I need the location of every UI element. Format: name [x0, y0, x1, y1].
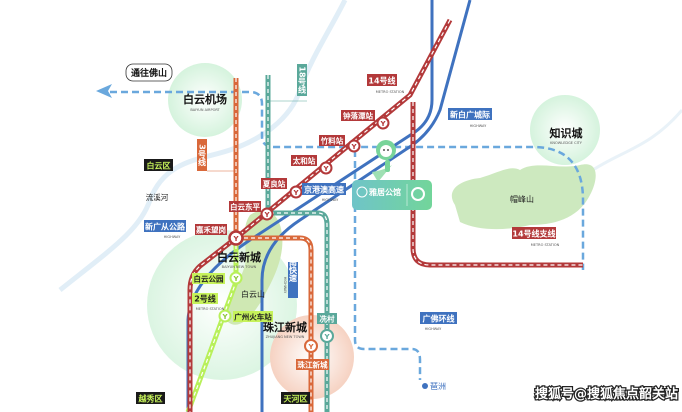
svg-text:Y: Y	[292, 189, 299, 197]
station-label-xialiang[interactable]: 夏良站	[262, 179, 286, 189]
airport-area-circle	[168, 63, 242, 137]
line-14-sub: METRO STATION	[376, 90, 405, 94]
station-label-jiahewanggang[interactable]: 嘉禾望岗	[195, 225, 226, 235]
station-icon[interactable]: Y	[260, 207, 274, 221]
airport-name: 白云机场	[183, 92, 227, 106]
highway-guangfo-sub: HIGHWAY	[425, 327, 442, 331]
station-icon[interactable]: Y	[320, 329, 334, 343]
zhujiang-new-town-name: 珠江新城	[263, 320, 307, 334]
maofeng-mountain	[451, 164, 596, 230]
highway-label-huanan: 华南快速 HIGHWAY	[283, 249, 298, 298]
station-label-baiyundongping[interactable]: 白云东平	[230, 202, 260, 212]
station-label-taihe[interactable]: 太和站	[293, 156, 316, 166]
knowledge-city-en: KNOWLEDGE CITY	[550, 141, 583, 145]
station-icon[interactable]: Y	[218, 309, 232, 323]
project-logo-icon	[356, 186, 368, 198]
line-18-label: 18号线	[270, 64, 307, 102]
station-icon[interactable]: Y	[229, 271, 243, 285]
svg-text:Y: Y	[307, 343, 314, 351]
svg-text:Y: Y	[323, 333, 330, 341]
svg-text:Y: Y	[350, 143, 357, 151]
baiyun-mountain-name: 白云山	[241, 289, 265, 299]
highway-huanan-sub: HIGHWAY	[283, 277, 287, 294]
baiyun-new-town-en: BAIYUN NEW TOWN	[222, 265, 257, 269]
highway-label-guangfo: 广佛环线 HIGHWAY	[420, 312, 457, 331]
highway-line	[260, 0, 472, 412]
knowledge-city-name: 知识城	[549, 126, 583, 140]
zhujiang-new-town-en: ZHUJIANG NEW TOWN	[266, 335, 305, 339]
line-14-branch-name: 14号线支线	[512, 229, 555, 239]
knowledge-city-circle	[530, 95, 600, 165]
highway-huanan-name: 华南快速	[288, 249, 298, 283]
pazhou-name: 琶洲	[430, 382, 446, 391]
guangfo-ring-line	[353, 150, 422, 380]
foshan-label-box	[125, 63, 173, 82]
highway-label-xinbai: 新白广城际 HIGHWAY	[448, 108, 492, 128]
svg-text:Y: Y	[221, 313, 228, 321]
line-2-label: 2号线 METRO STATION	[192, 293, 225, 311]
svg-text:Y: Y	[379, 120, 386, 128]
highway-guangfo-name: 广佛环线	[423, 314, 455, 324]
highway-jinggang-sub: HIGHWAY	[322, 198, 339, 202]
line-18-name: 18号线	[298, 66, 307, 94]
project-name: 雅居公馆	[369, 187, 401, 197]
station-markers: Y Y Y Y Y Y Y Y Y Y	[218, 116, 428, 389]
highway-label-jinggang: 京港澳高速 HIGHWAY	[302, 183, 346, 202]
metro-line-3-dash	[235, 78, 312, 412]
line-14-label: 14号线 METRO STATION	[367, 74, 405, 94]
line-14-branch-label: 14号线支线 METRO STATION	[512, 227, 560, 247]
highway-xinbai-name: 新白广城际	[450, 110, 490, 120]
line-2-name: 2号线	[194, 294, 216, 304]
svg-text:Y: Y	[232, 275, 239, 283]
arrow-to-foshan-icon	[96, 84, 112, 98]
river-name: 流溪河	[146, 192, 169, 202]
metro-line-18-dash	[267, 75, 328, 412]
district-tianhe: 天河区	[284, 394, 308, 404]
river	[58, 0, 348, 292]
station-icon[interactable]: Y	[376, 116, 390, 130]
station-label-baiyungongyuan[interactable]: 白云公园	[194, 274, 224, 284]
maofeng-mountain-name: 帽峰山	[510, 194, 534, 204]
line-14-branch-sub: METRO STATION	[531, 243, 560, 247]
pazhou-dot	[422, 383, 428, 389]
metro-line-14-branch	[410, 102, 583, 268]
foshan-label: 通往佛山	[131, 67, 167, 79]
line-2-sub: METRO STATION	[196, 307, 225, 311]
highway-xinguang-name: 新广从公路	[145, 222, 186, 232]
station-label-zhujiangxincheng[interactable]: 珠江新城	[298, 360, 328, 370]
highway-label-xinguang: 新广从公路 HIGHWAY	[144, 220, 186, 239]
station-icon[interactable]: Y	[347, 139, 361, 153]
line-14-name: 14号线	[368, 76, 395, 86]
svg-text:Y: Y	[232, 235, 239, 243]
airport-en: BAIYUN AIRPORT	[190, 108, 220, 112]
district-baiyun: 白云区	[147, 161, 171, 171]
project-location-icon	[411, 187, 425, 201]
svg-text:Y: Y	[322, 165, 329, 173]
station-label-zhongluotan[interactable]: 钟落潭站	[343, 111, 373, 121]
station-label-zhuliao[interactable]: 竹料站	[320, 136, 344, 146]
district-badge	[281, 392, 310, 404]
highway-jinggang-name: 京港澳高速	[304, 185, 344, 195]
highway-xinbai-sub: HIGHWAY	[470, 124, 487, 128]
svg-text:Y: Y	[263, 211, 270, 219]
station-icon[interactable]: Y	[289, 185, 303, 199]
district-yuexiu: 越秀区	[138, 394, 163, 404]
station-label-xiancun[interactable]: 冼村	[320, 314, 335, 324]
highway-xinguang-sub: HIGHWAY	[164, 235, 181, 239]
station-icon[interactable]: Y	[319, 161, 333, 175]
line-3-label: 3号线	[197, 139, 236, 172]
district-badge	[136, 392, 165, 404]
station-icon[interactable]: Y	[304, 339, 318, 353]
project-marker[interactable]: 雅居公馆	[352, 140, 432, 210]
station-icon[interactable]: Y	[228, 230, 244, 246]
baiyun-new-town-name: 白云新城	[217, 250, 261, 264]
district-badge	[144, 159, 173, 171]
line-3-name: 3号线	[198, 144, 207, 167]
station-label-guangzhou-rail[interactable]: 广州火车站	[234, 312, 272, 322]
watermark: 搜狐号@搜狐焦点韶关站	[535, 386, 678, 402]
